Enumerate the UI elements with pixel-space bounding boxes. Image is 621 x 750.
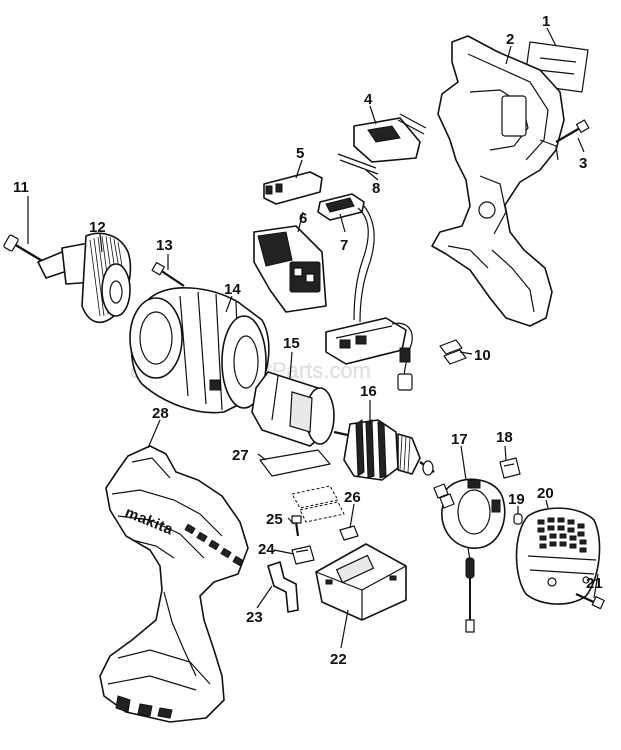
- callout-12: 12: [89, 219, 106, 236]
- part-3-screw: [555, 119, 590, 143]
- callout-21: 21: [586, 575, 603, 592]
- callout-18: 18: [496, 429, 513, 446]
- callout-26: 26: [344, 489, 361, 506]
- callout-27: 27: [232, 447, 249, 464]
- part-23-bracket: [267, 561, 299, 613]
- part-10-clips: [439, 339, 467, 365]
- callout-8: 8: [372, 180, 380, 197]
- callout-11: 11: [13, 179, 29, 196]
- part-13-screw: [151, 261, 185, 287]
- callout-19: 19: [508, 491, 525, 508]
- part-27-insulation-sheet: [259, 449, 345, 523]
- part-12-chuck: [37, 232, 132, 324]
- callout-15: 15: [283, 335, 300, 352]
- leader-lines: [27, 27, 599, 649]
- callout-23: 23: [246, 609, 263, 626]
- part-18-bracket: [499, 457, 521, 479]
- callout-10: 10: [474, 347, 491, 364]
- callout-1: 1: [542, 13, 550, 30]
- part-8-springs: [337, 153, 379, 175]
- part-5-block: [263, 171, 323, 205]
- part-4-switch-lever: [353, 113, 427, 163]
- part-14-gearbox: [129, 287, 270, 414]
- callout-22: 22: [330, 651, 347, 668]
- callout-17: 17: [451, 431, 468, 448]
- callout-13: 13: [156, 237, 173, 254]
- callout-28: 28: [152, 405, 169, 422]
- callout-24: 24: [258, 541, 275, 558]
- part-22-controller-box: [315, 543, 407, 621]
- callout-16: 16: [360, 383, 377, 400]
- part-20-fan-cover: [515, 507, 601, 605]
- part-19-cylinder: [513, 513, 523, 525]
- callout-7: 7: [340, 237, 348, 254]
- callout-6: 6: [299, 210, 307, 227]
- callout-3: 3: [579, 155, 587, 172]
- callout-5: 5: [296, 145, 304, 162]
- part-25-screw: [291, 515, 302, 537]
- callout-14: 14: [224, 281, 241, 298]
- callout-numbers: 1 2 3 4 5 6 7 8 10 11 12 13 14 15 16 17 …: [13, 13, 603, 668]
- part-17-brush-holder: [433, 478, 506, 633]
- part-2-housing-right: [431, 35, 565, 327]
- callout-2: 2: [506, 31, 514, 48]
- part-16-armature: [333, 419, 435, 481]
- part-26-pad: [339, 525, 359, 541]
- callout-20: 20: [537, 485, 554, 502]
- callout-25: 25: [266, 511, 283, 528]
- callout-4: 4: [364, 91, 373, 108]
- part-15-stator: [251, 371, 335, 447]
- part-28-housing-left: makita: [99, 445, 249, 723]
- part-6-switch: [253, 225, 327, 313]
- part-11-screw: [3, 234, 45, 264]
- part-24-block: [291, 545, 315, 565]
- part-7-controller: [317, 193, 413, 391]
- part-21-screw: [575, 592, 605, 610]
